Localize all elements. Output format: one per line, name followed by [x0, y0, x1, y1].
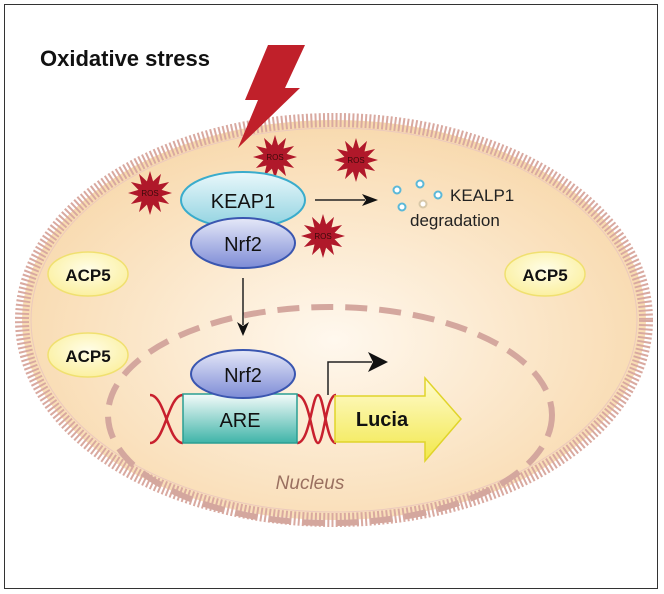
ros-label: ROS: [347, 156, 364, 165]
translocation-arrow: [237, 278, 249, 336]
acp5-2: ACP5: [47, 332, 129, 378]
ros-label: ROS: [314, 232, 331, 241]
ros-star-icon: [334, 138, 378, 182]
ros-molecule: ROS: [334, 138, 378, 182]
ros-label: ROS: [141, 189, 158, 198]
svg-text:ACP5: ACP5: [522, 266, 567, 285]
lucia-reporter-gene: Lucia: [334, 376, 462, 464]
ros-molecule: ROS: [301, 214, 345, 258]
degradation-label-line2: degradation: [410, 211, 500, 230]
cell: [15, 113, 653, 527]
svg-text:ACP5: ACP5: [65, 347, 110, 366]
ros-group: ROS ROS ROS ROS: [128, 135, 378, 258]
are-label: ARE: [219, 410, 260, 432]
acp5-1: ACP5: [47, 251, 129, 297]
nrf2-label: Nrf2: [224, 234, 262, 256]
nrf2-protein-nucleus: Nrf2: [190, 349, 296, 399]
are-element: ARE: [182, 393, 298, 444]
lucia-label: Lucia: [356, 409, 409, 431]
degradation-fragments: [392, 179, 443, 212]
keap1-protein: KEAP1: [180, 171, 306, 229]
nrf2-protein-cytoplasm: Nrf2: [190, 217, 296, 269]
nucleus-label: Nucleus: [276, 473, 345, 494]
ros-star-icon: [128, 171, 172, 215]
title: Oxidative stress: [40, 46, 210, 71]
ros-star-icon: [253, 135, 297, 179]
ros-star-icon: [301, 214, 345, 258]
promoter-arrow: [327, 352, 388, 395]
keap1-label: KEAP1: [211, 191, 275, 213]
lightning-bolt-icon: [238, 45, 305, 148]
cell-membrane: [15, 113, 653, 527]
ros-molecule: ROS: [128, 171, 172, 215]
svg-text:Nrf2: Nrf2: [224, 365, 262, 387]
svg-text:ACP5: ACP5: [65, 266, 110, 285]
ros-label: ROS: [266, 153, 283, 162]
degradation-arrow: [315, 194, 378, 206]
degradation-label-line1: KEALP1: [450, 186, 514, 205]
dna-strand: [149, 393, 337, 445]
nuclear-envelope: [105, 304, 555, 526]
acp5-3: ACP5: [504, 251, 586, 297]
cytoplasm: [22, 120, 646, 520]
ros-molecule: ROS: [253, 135, 297, 179]
